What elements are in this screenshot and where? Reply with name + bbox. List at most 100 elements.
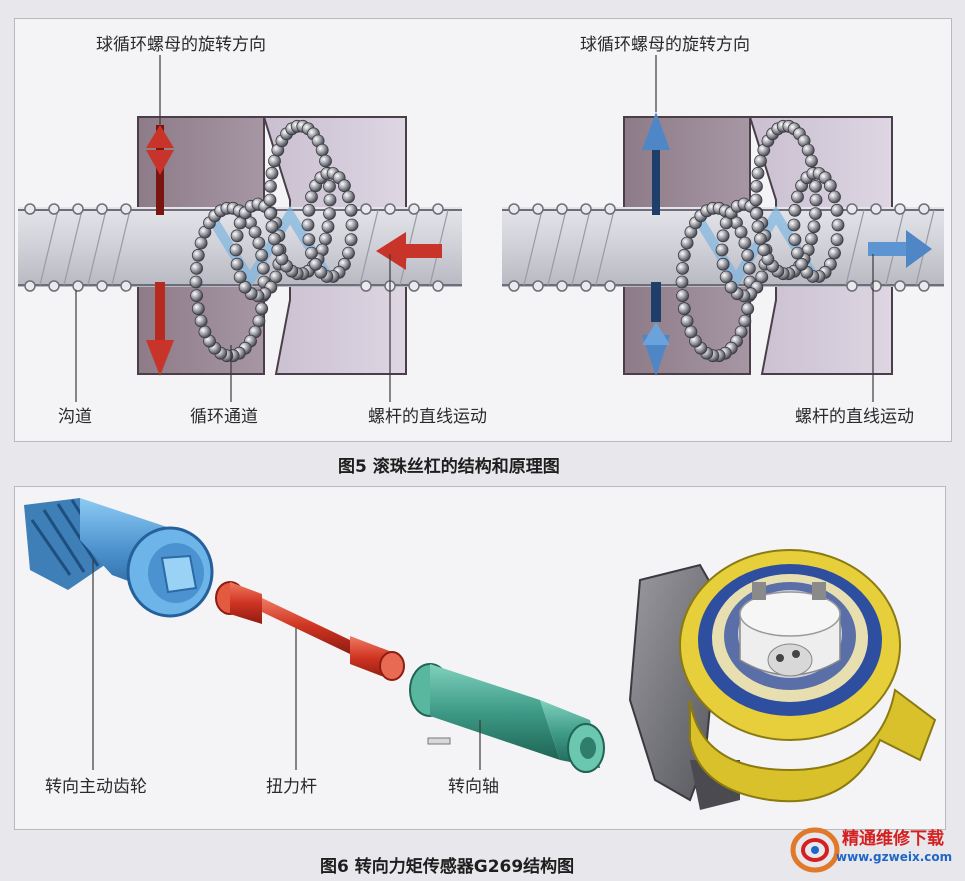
ball: [684, 325, 698, 339]
ball: [268, 232, 281, 246]
ball-screw-left: [18, 116, 462, 376]
ball: [271, 243, 285, 257]
ball: [716, 229, 730, 243]
ball: [319, 232, 332, 246]
ball: [342, 190, 355, 204]
ball: [194, 236, 208, 250]
ball: [315, 143, 329, 157]
ball: [795, 257, 808, 271]
torsion-bar: [215, 581, 405, 681]
ball: [676, 289, 689, 303]
ball: [830, 203, 844, 217]
ball: [230, 229, 244, 243]
ball: [302, 233, 316, 247]
ball: [301, 218, 315, 232]
ball: [198, 325, 212, 339]
ball: [754, 232, 767, 246]
fig5-leader-lines: [75, 55, 874, 402]
ball: [750, 179, 763, 193]
ball: [809, 179, 822, 193]
ball: [337, 179, 351, 193]
watermark-url: www.gzweix.com: [836, 850, 953, 864]
ball: [264, 179, 277, 193]
steering-shaft: [409, 663, 605, 773]
ball: [738, 236, 752, 250]
watermark-logo-icon: [790, 827, 840, 873]
ball: [302, 203, 316, 217]
ball: [677, 302, 691, 316]
ball: [345, 218, 359, 232]
ball: [238, 280, 252, 294]
ball: [675, 275, 689, 289]
ball: [305, 190, 318, 204]
ball: [828, 190, 841, 204]
ball: [677, 248, 691, 262]
right-linear-motion-label: 螺杆的直线运动: [795, 407, 914, 427]
ball: [755, 270, 769, 284]
ball: [342, 246, 355, 260]
ball: [680, 314, 694, 328]
ball: [754, 154, 767, 168]
ball: [323, 207, 336, 221]
ball: [189, 275, 203, 289]
ball: [805, 154, 818, 168]
watermark-title: 精通维修下载: [842, 829, 944, 849]
ball: [719, 216, 733, 230]
ball: [734, 225, 748, 239]
steering-pinion-label: 转向主动齿轮: [45, 777, 147, 797]
ball: [805, 232, 818, 246]
ball: [323, 193, 337, 207]
ball: [830, 233, 844, 247]
right-rotation-direction-label: 球循环螺母的旋转方向: [580, 35, 750, 55]
ball: [265, 166, 279, 180]
ball: [828, 246, 841, 260]
ball: [757, 243, 771, 257]
ball: [194, 314, 208, 328]
ball: [751, 166, 765, 180]
figure5-caption: 图5 滚珠丝杠的结构和原理图: [338, 457, 560, 477]
ball: [263, 193, 277, 207]
ball: [743, 261, 756, 275]
ball: [229, 243, 243, 257]
ball: [265, 220, 279, 234]
ball: [738, 314, 752, 328]
ball: [319, 154, 332, 168]
ball: [680, 236, 694, 250]
ball: [321, 220, 335, 234]
ball: [741, 302, 755, 316]
ball: [252, 236, 266, 250]
ball: [190, 289, 204, 303]
ball: [344, 203, 358, 217]
ball: [248, 225, 262, 239]
ball: [716, 257, 730, 271]
groove-label: 沟道: [58, 407, 92, 427]
ball: [268, 154, 281, 168]
torque-sensor: [628, 549, 937, 810]
ball: [751, 220, 765, 234]
left-rotation-direction-label: 球循环螺母的旋转方向: [96, 35, 266, 55]
ball: [344, 233, 358, 247]
watermark: 精通维修下载 www.gzweix.com: [790, 820, 960, 878]
ball: [191, 248, 205, 262]
ball: [807, 220, 821, 234]
ball: [233, 216, 247, 230]
ball: [323, 179, 336, 193]
ball: [255, 248, 269, 262]
ball: [741, 248, 755, 262]
ball: [715, 243, 729, 257]
ball: [719, 270, 733, 284]
ball: [791, 246, 804, 260]
ball: [230, 257, 244, 271]
circulation-channel-label: 循环通道: [190, 407, 258, 427]
ball: [831, 218, 845, 232]
ball: [305, 246, 318, 260]
ball: [191, 302, 205, 316]
ball: [801, 143, 815, 157]
ball: [809, 193, 823, 207]
ball: [750, 207, 763, 221]
steering-pinion: [24, 498, 214, 618]
ball: [264, 207, 277, 221]
ball: [255, 302, 269, 316]
ball: [809, 207, 822, 221]
